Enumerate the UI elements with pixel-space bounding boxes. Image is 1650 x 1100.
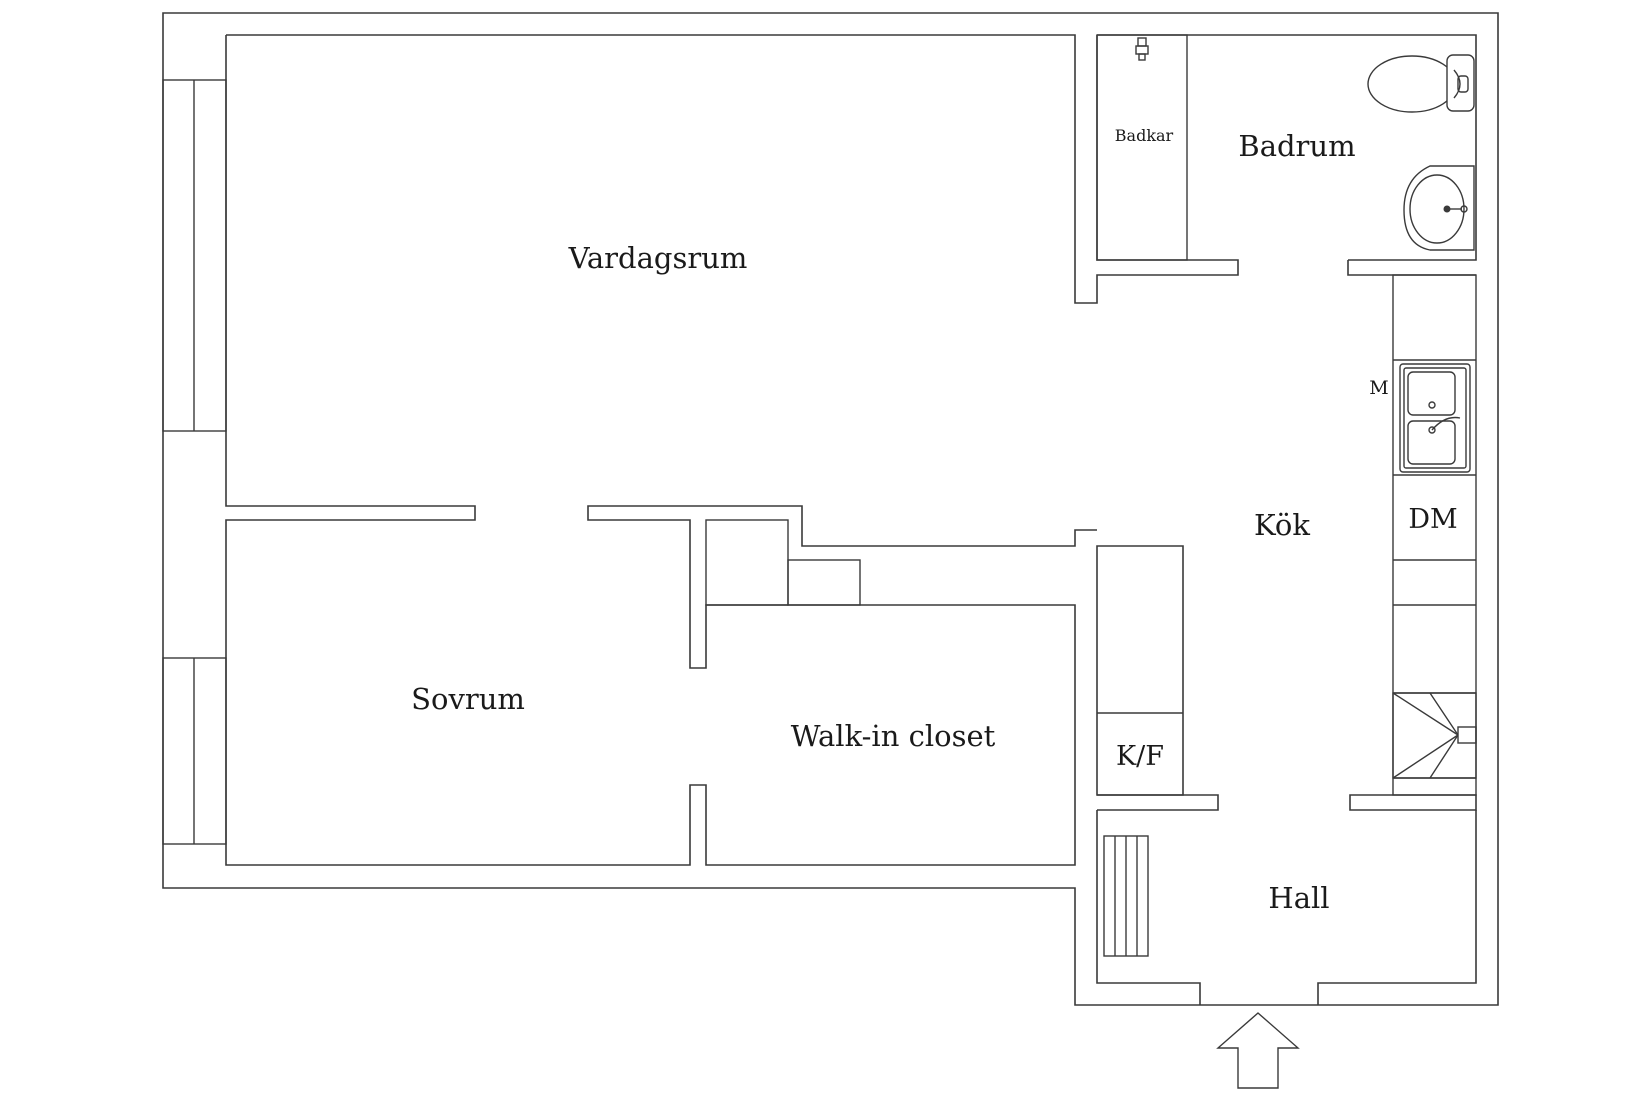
kitchen-partitions [1096,545,1477,1005]
radiator-icon [1103,835,1149,957]
room-label-badkar: Badkar [1115,126,1174,145]
kitchen-counter [1392,274,1477,796]
double-sink-icon [1399,363,1471,473]
shower-head-icon [1135,37,1149,61]
window-top-left [162,79,227,432]
appliance-label-fridge-freezer: K/F [1116,741,1164,772]
room-label-kok: Kök [1254,508,1310,542]
window-bottom-left [162,657,227,845]
room-label-walk-in-closet: Walk-in closet [791,719,996,753]
washbasin-icon [1403,165,1475,251]
appliance-label-dishwasher: DM [1408,504,1457,535]
room-label-vardagsrum: Vardagsrum [568,241,748,275]
stove-icon [1392,692,1477,779]
bathroom-walls [1096,34,1477,276]
closet-boxes [705,519,861,606]
room-label-sovrum: Sovrum [411,682,525,716]
entrance-arrow-icon [1216,1012,1300,1089]
toilet-icon [1367,54,1475,113]
room-label-hall: Hall [1268,881,1329,915]
appliance-label-microwave: M [1369,377,1388,399]
room-label-badrum: Badrum [1238,129,1355,163]
